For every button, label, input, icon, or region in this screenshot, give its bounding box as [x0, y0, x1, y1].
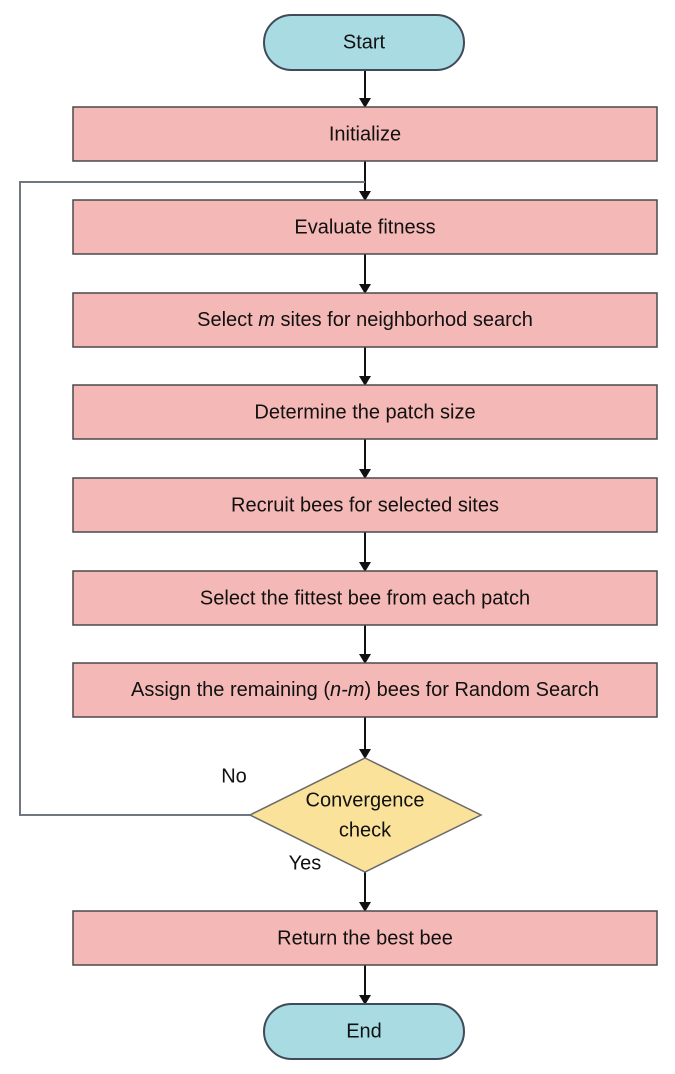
initialize-node: Initialize — [72, 106, 658, 162]
assign-label: Assign the remaining (n-m) bees for Rand… — [131, 679, 599, 701]
select-sites-node: Select m sites for neighborhod search — [72, 292, 658, 348]
initialize-label: Initialize — [329, 123, 401, 145]
recruit-box — [72, 477, 658, 533]
convergence-diamond — [248, 757, 483, 873]
assign-var: n-m — [330, 679, 364, 701]
assign-node: Assign the remaining (n-m) bees for Rand… — [72, 662, 658, 718]
select-sites-box — [72, 292, 658, 348]
assign-prefix: Assign the remaining ( — [131, 679, 330, 701]
start-node: Start — [263, 14, 465, 71]
evaluate-node: Evaluate fitness — [72, 199, 658, 255]
convergence-label-line1: Convergence — [306, 789, 425, 811]
yes-label: Yes — [289, 852, 322, 874]
end-terminal-shape — [263, 1003, 465, 1060]
fittest-label: Select the fittest bee from each patch — [200, 587, 530, 609]
fittest-node: Select the fittest bee from each patch — [72, 570, 658, 626]
select-sites-label: Select m sites for neighborhod search — [197, 309, 533, 331]
convergence-label-line2: check — [339, 819, 392, 841]
end-node: End — [263, 1003, 465, 1060]
end-label: End — [346, 1020, 382, 1042]
patch-size-box — [72, 384, 658, 440]
start-terminal-shape — [263, 14, 465, 71]
select-sites-suffix: sites for neighborhod search — [275, 309, 533, 331]
evaluate-box — [72, 199, 658, 255]
patch-size-label: Determine the patch size — [254, 401, 475, 423]
return-best-label: Return the best bee — [277, 927, 453, 949]
assign-box — [72, 662, 658, 718]
convergence-node: Convergence check — [248, 757, 483, 873]
select-sites-var: m — [258, 309, 275, 331]
assign-suffix: ) bees for Random Search — [364, 679, 599, 701]
fittest-box — [72, 570, 658, 626]
return-best-box — [72, 910, 658, 966]
evaluate-label: Evaluate fitness — [294, 216, 435, 238]
recruit-label: Recruit bees for selected sites — [231, 494, 499, 516]
connectors — [19, 70, 371, 1005]
select-sites-prefix: Select — [197, 309, 258, 331]
initialize-box — [72, 106, 658, 162]
no-label: No — [221, 765, 247, 787]
loop-back-line — [19, 181, 365, 816]
patch-size-node: Determine the patch size — [72, 384, 658, 440]
return-best-node: Return the best bee — [72, 910, 658, 966]
start-label: Start — [343, 31, 386, 53]
recruit-node: Recruit bees for selected sites — [72, 477, 658, 533]
